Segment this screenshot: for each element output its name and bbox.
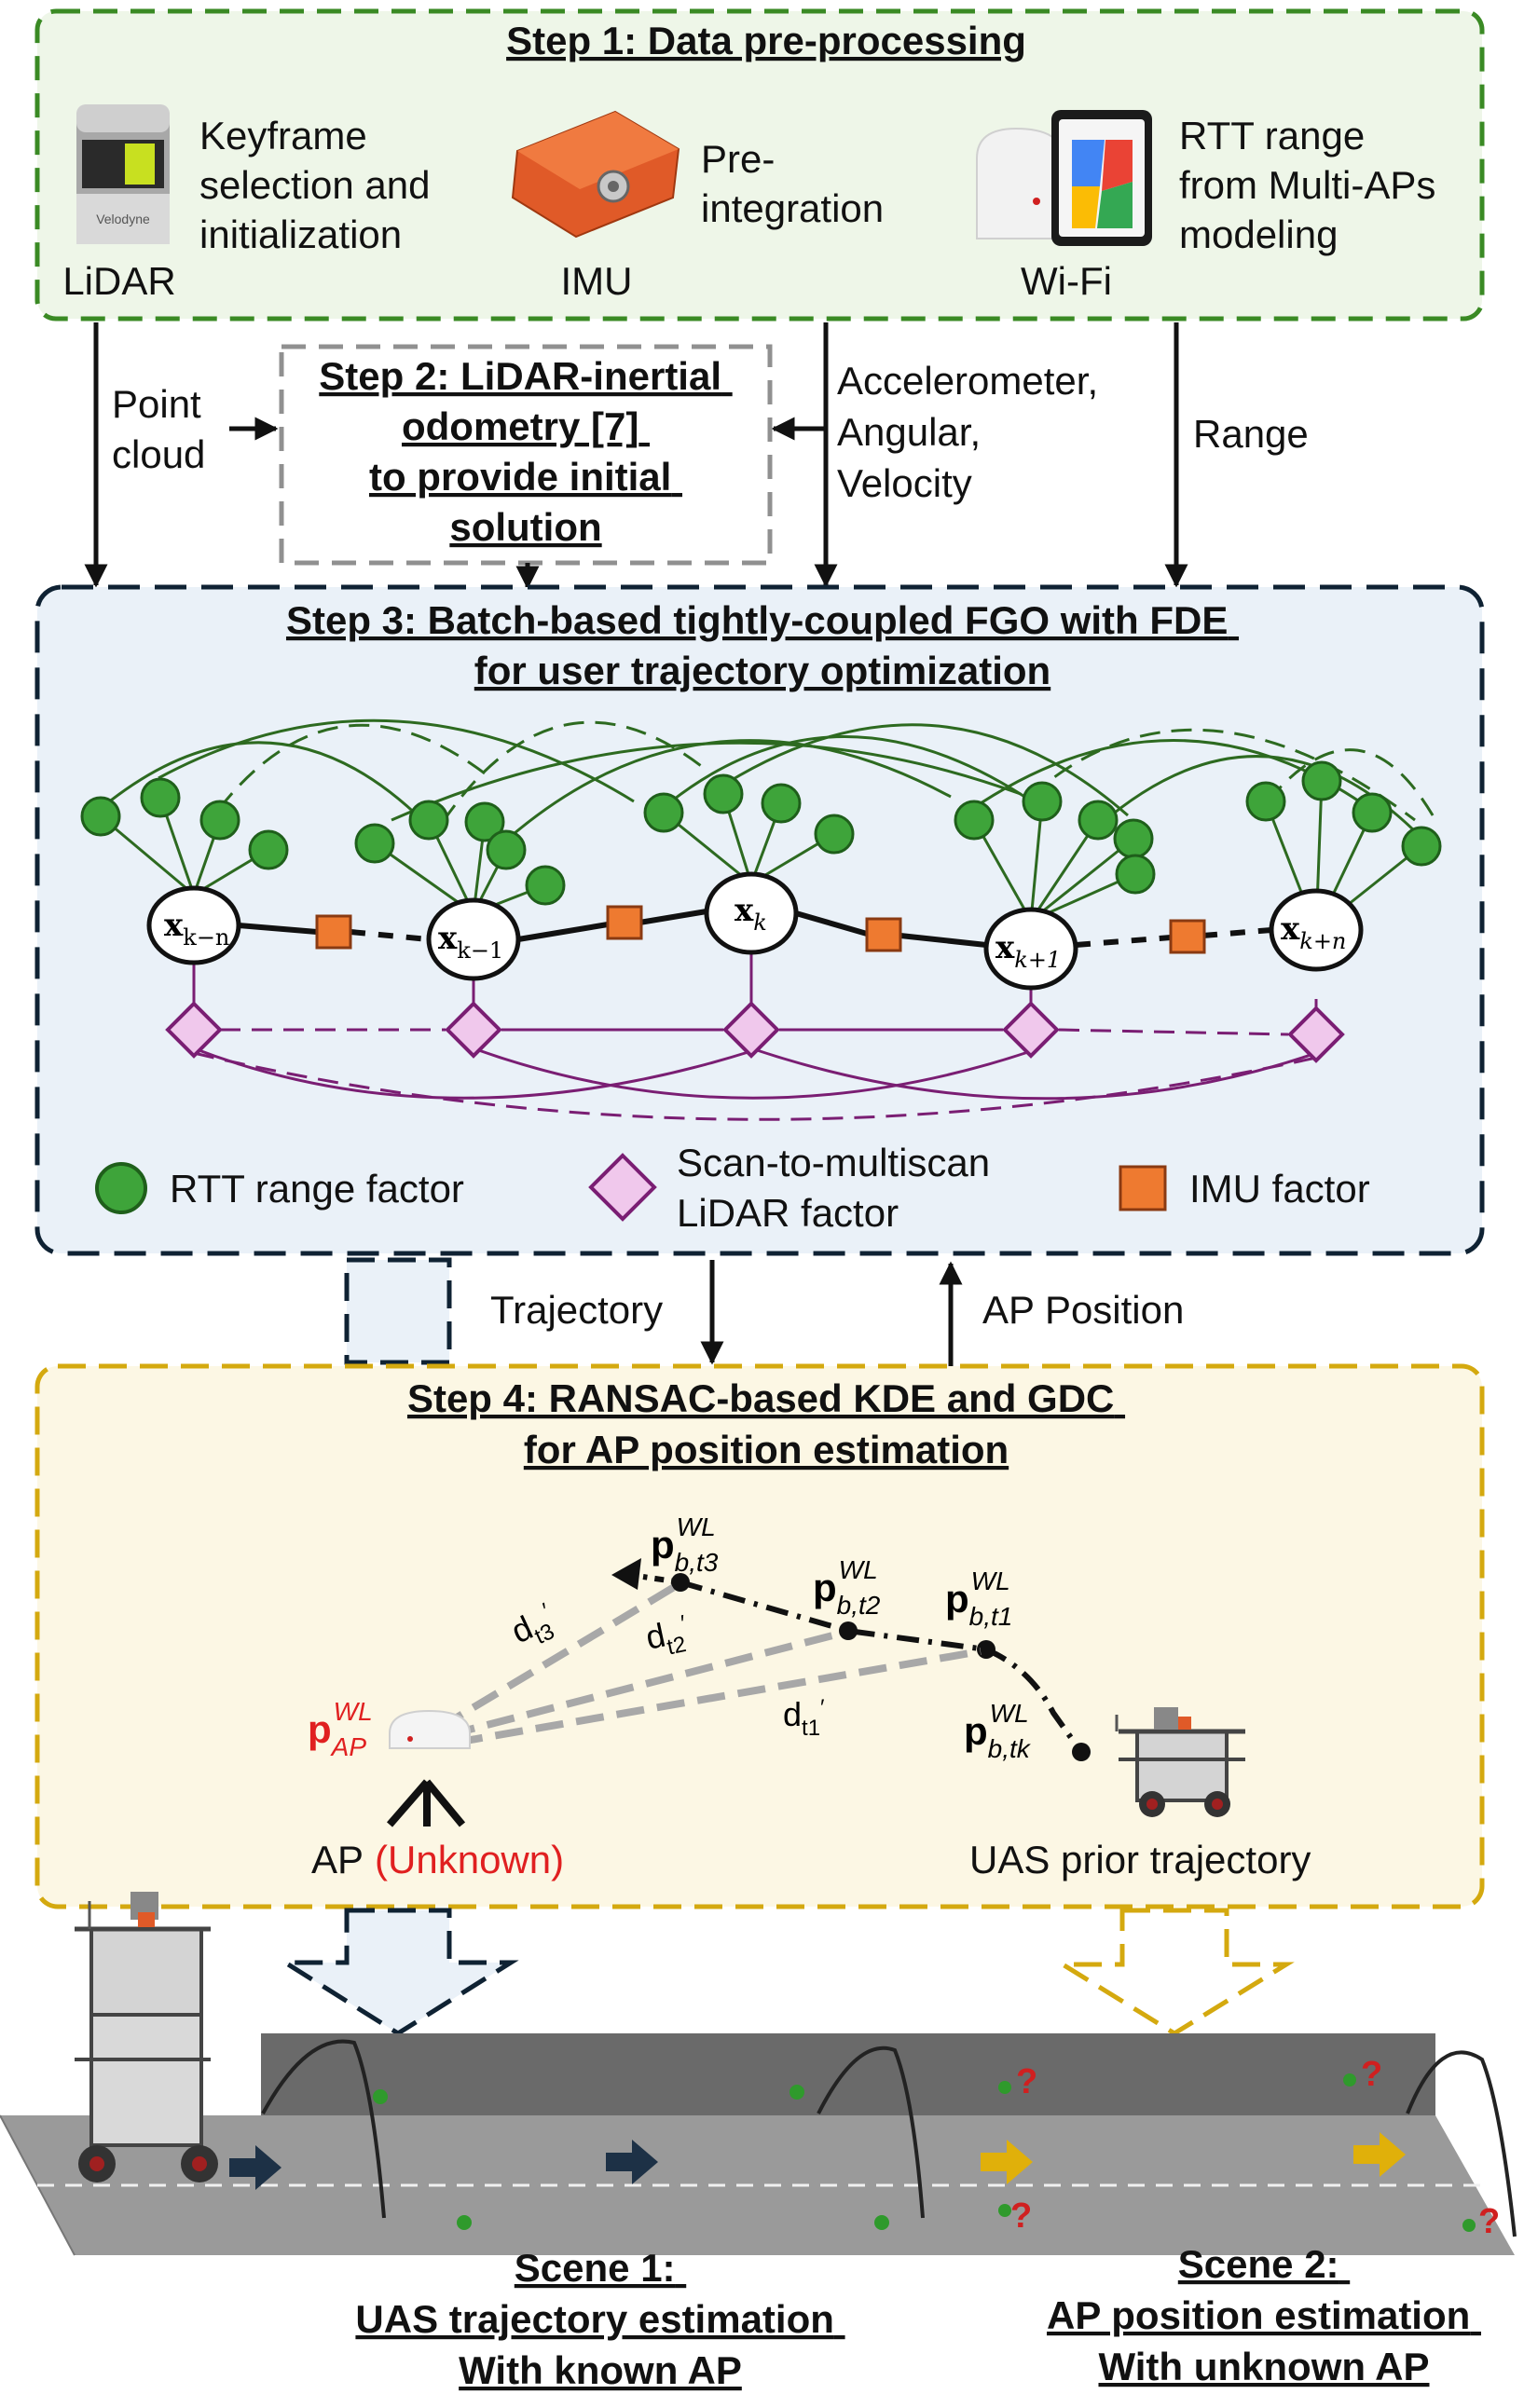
svg-text:?: ?	[1016, 2062, 1037, 2101]
tunnel-scene: ? ? ? ?	[0, 1892, 1517, 2256]
imu-factor-nodes	[315, 905, 1206, 954]
imu-legend-icon	[1119, 1165, 1167, 1211]
svg-text:?: ?	[1010, 2196, 1032, 2236]
step1-panel: Step 1: Data pre-processing Velodyne Key…	[34, 8, 1485, 322]
wifi-label: Wi-Fi	[1021, 259, 1112, 303]
imu-legend-label: IMU factor	[1189, 1167, 1370, 1211]
distance-t1-label: dt1′	[783, 1695, 825, 1741]
tunnel-robot-icon	[75, 1892, 218, 2182]
step3-panel: Step 3: Batch-based tightly-coupled FGO …	[34, 584, 1485, 1256]
known-ap-dots	[373, 2073, 1476, 2232]
scene2-down-arrow	[1054, 1908, 1295, 2036]
scene-arrows	[277, 1908, 1295, 2036]
travel-direction-arrows	[229, 2132, 1406, 2190]
state-node-4: xk+1	[995, 929, 1061, 973]
imu-label: IMU	[561, 259, 633, 303]
step4-panel: Step 4: RANSAC-based KDE and GDC for AP …	[34, 1363, 1485, 1909]
lidar-description: Keyframe selection and initialization	[199, 114, 441, 256]
lidar-factor-nodes	[165, 1001, 1345, 1063]
uas-caption: UAS prior trajectory	[969, 1838, 1311, 1881]
step2-panel: Step 2: LiDAR-inertial odometry [7] to p…	[279, 344, 773, 590]
step1-title: Step 1: Data pre-processing	[506, 19, 1026, 62]
state-node-3: xk	[735, 892, 767, 936]
wifi-router-icon	[976, 127, 1064, 239]
step3-title: Step 3: Batch-based tightly-coupled FGO …	[286, 598, 1239, 692]
state-node-5: xk+n	[1281, 910, 1346, 954]
imu-chain-edges	[238, 909, 1272, 948]
lidar-brand-text: Velodyne	[96, 212, 150, 226]
lidar-legend-icon	[588, 1153, 657, 1222]
range-label: Range	[1193, 412, 1309, 456]
step4-title: Step 4: RANSAC-based KDE and GDC for AP …	[407, 1376, 1125, 1471]
distance-lines	[435, 1582, 982, 1746]
access-point-icon	[386, 1709, 471, 1827]
step1-to-step3-flows: Point cloud Accelerometer, Angular, Velo…	[84, 322, 1309, 588]
scene1-caption: Scene 1: UAS trajectory estimation With …	[355, 2246, 844, 2392]
factor-legend: RTT range factor Scan-to-multiscan LiDAR…	[95, 1141, 1370, 1235]
state-nodes: xk−n xk−1 xk xk+1 xk+n	[146, 871, 1364, 991]
scene1-down-arrow	[277, 1908, 519, 2036]
svg-text:?: ?	[1478, 2202, 1500, 2241]
trajectory-label: Trajectory	[490, 1288, 663, 1332]
state-node-1: xk−n	[164, 907, 229, 951]
tunnel-arches	[261, 2039, 1517, 2237]
wifi-description: RTT range from Multi-APs modeling	[1179, 114, 1447, 256]
step2-title: Step 2: LiDAR-inertial odometry [7] to p…	[319, 354, 732, 549]
state-node-2: xk−1	[438, 920, 503, 964]
svg-text:?: ?	[1361, 2055, 1382, 2094]
point-cloud-label: Point cloud	[112, 382, 212, 476]
lidar-legend-label: Scan-to-multiscan LiDAR factor	[677, 1141, 1001, 1235]
uas-prior-trajectory-path	[611, 1558, 1091, 1761]
lidar-label: LiDAR	[62, 259, 175, 303]
uas-robot-icon	[1115, 1707, 1245, 1817]
unknown-ap-marks: ? ? ? ?	[1010, 2055, 1500, 2241]
imu-data-label: Accelerometer, Angular, Velocity	[837, 359, 1109, 505]
imu-device-icon	[511, 110, 680, 239]
step3-step4-flows: Trajectory AP Position	[344, 1257, 1184, 1366]
imu-description: Pre- integration	[701, 137, 884, 230]
factor-graph: xk−n xk−1 xk xk+1 xk+n	[80, 718, 1442, 1121]
rtt-legend-label: RTT range factor	[170, 1167, 464, 1211]
ap-caption: AP(Unknown)	[311, 1838, 564, 1881]
ap-position-label: AP Position	[982, 1288, 1184, 1332]
rtt-legend-icon	[95, 1162, 147, 1214]
rtt-factor-nodes	[80, 760, 1442, 906]
lidar-device-icon: Velodyne	[76, 104, 170, 244]
rtt-long-arcs	[102, 718, 1437, 842]
smartphone-icon	[1051, 110, 1152, 246]
scene2-caption: Scene 2: AP position estimation With unk…	[1047, 2242, 1481, 2388]
